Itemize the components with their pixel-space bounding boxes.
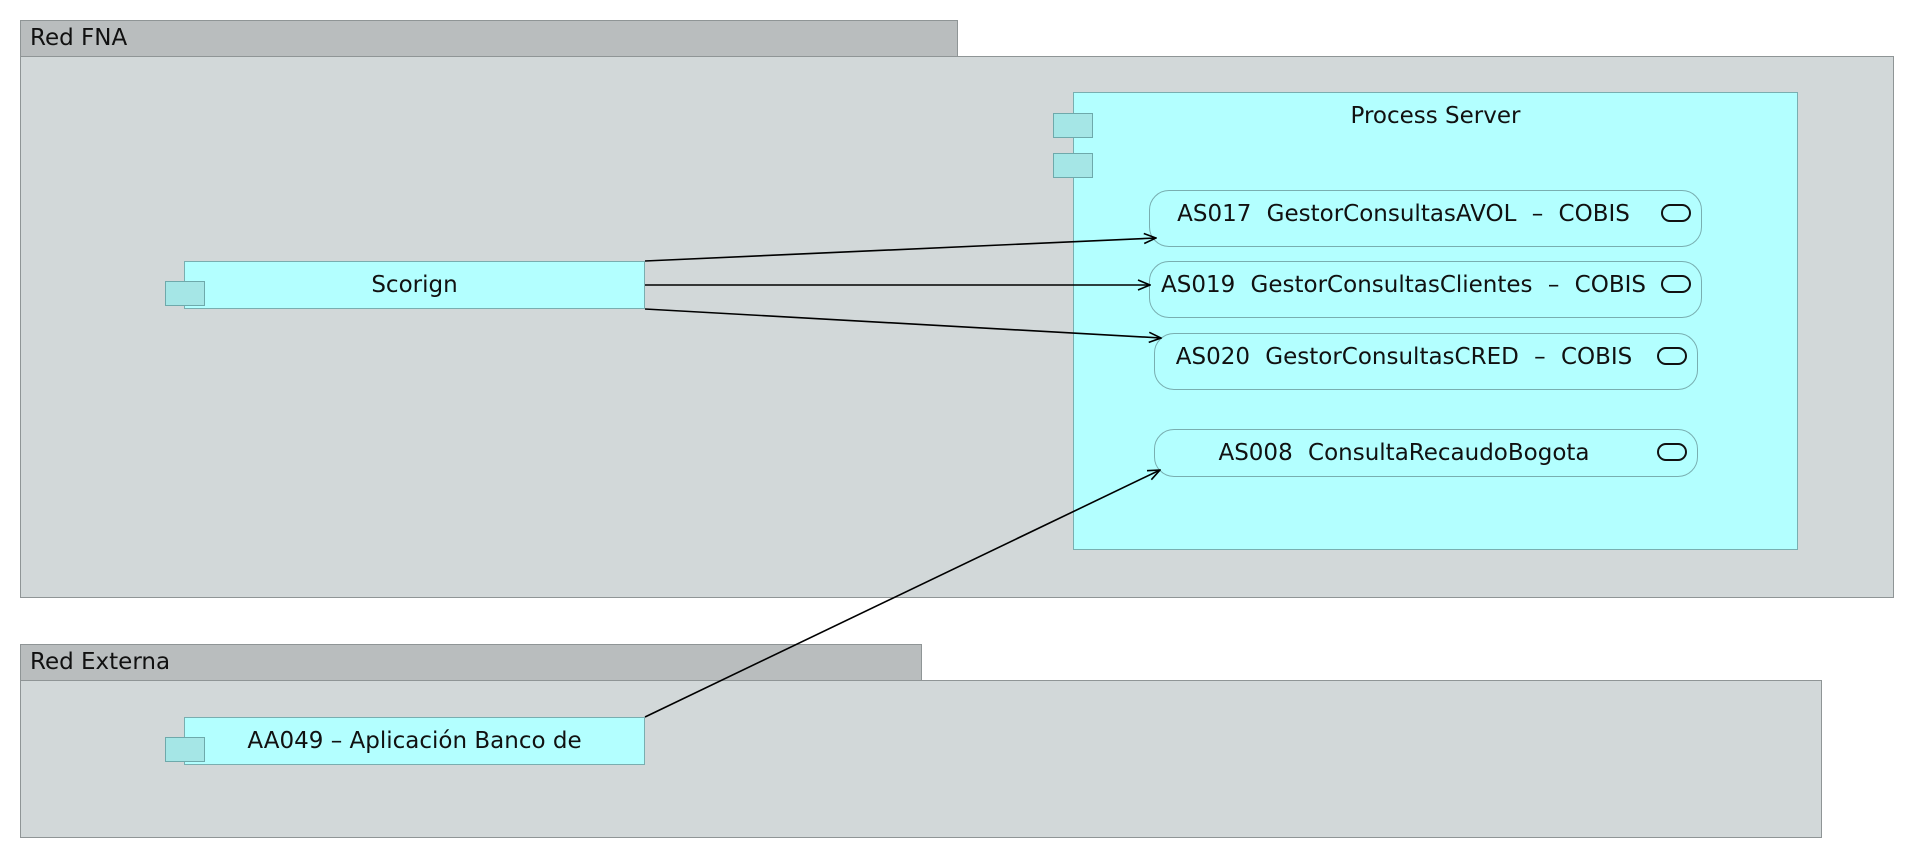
process-server-component-tab-top: [1053, 113, 1093, 138]
service-label-as019: AS019 GestorConsultasClientes – COBIS: [1161, 272, 1646, 298]
app-service-icon: [1657, 347, 1687, 365]
application-scorign[interactable]: Scorign: [184, 261, 645, 309]
group-tab-red-externa[interactable]: Red Externa: [20, 644, 922, 681]
group-label-red-fna: Red FNA: [30, 25, 128, 51]
app-service-icon: [1661, 275, 1691, 293]
service-as017[interactable]: AS017 GestorConsultasAVOL – COBIS: [1149, 190, 1702, 247]
service-label-as017: AS017 GestorConsultasAVOL – COBIS: [1177, 201, 1630, 227]
app-service-icon: [1657, 443, 1687, 461]
scorign-component-tab: [165, 281, 205, 306]
process-server-node[interactable]: Process Server AS017 GestorConsultasAVOL…: [1073, 92, 1798, 550]
group-tab-red-fna[interactable]: Red FNA: [20, 20, 958, 57]
process-server-component-tab-bottom: [1053, 153, 1093, 178]
process-server-title: Process Server: [1350, 103, 1521, 129]
service-as019[interactable]: AS019 GestorConsultasClientes – COBIS: [1149, 261, 1702, 318]
service-as020[interactable]: AS020 GestorConsultasCRED – COBIS: [1154, 333, 1698, 390]
app-service-icon: [1661, 204, 1691, 222]
service-label-as020: AS020 GestorConsultasCRED – COBIS: [1175, 344, 1633, 370]
application-label-scorign: Scorign: [371, 272, 458, 298]
group-label-red-externa: Red Externa: [30, 649, 171, 675]
service-as008[interactable]: AS008 ConsultaRecaudoBogota: [1154, 429, 1698, 477]
application-aa049[interactable]: AA049 – Aplicación Banco de: [184, 717, 645, 765]
application-label-aa049: AA049 – Aplicación Banco de: [247, 728, 582, 754]
aa049-component-tab: [165, 737, 205, 762]
service-label-as008: AS008 ConsultaRecaudoBogota: [1218, 440, 1590, 466]
